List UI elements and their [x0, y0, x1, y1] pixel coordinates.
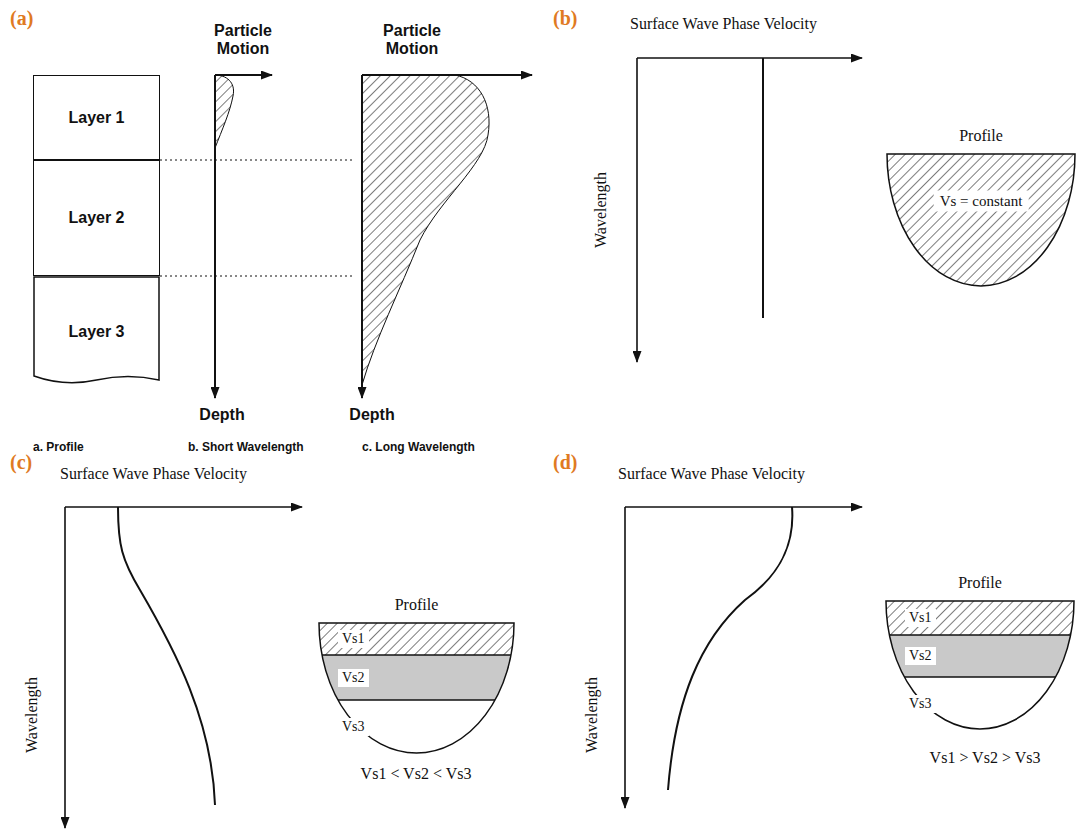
sub-caption: b. Short Wavelength [188, 440, 304, 454]
axis-title: Surface Wave Phase Velocity [618, 465, 805, 483]
layer-name: Layer 2 [68, 209, 124, 227]
axis-title: Surface Wave Phase Velocity [630, 15, 817, 33]
profile-band: Vs1 [318, 622, 515, 655]
band-boundary [885, 676, 1075, 677]
panel-tag: (c) [10, 451, 32, 474]
band-boundary [318, 699, 515, 700]
layer-name: Layer 3 [68, 323, 124, 341]
velocity-symbol: Vs3 [338, 718, 369, 736]
dispersion-plot-c [65, 507, 302, 828]
velocity-symbol: Vs1 [905, 609, 936, 627]
layer-box: Layer 3 [33, 276, 160, 388]
axis-title: Particle Motion [362, 22, 462, 59]
profile-band: Vs2 [318, 655, 515, 700]
velocity-symbol: Vs2 [905, 647, 936, 665]
band-fill [318, 655, 515, 700]
bowl-outline [319, 623, 514, 753]
soil-profile-bowl: ProfileVs1Vs2Vs3 [318, 622, 515, 754]
profile-heading: Profile [318, 596, 515, 614]
sub-caption: c. Long Wavelength [362, 440, 475, 454]
bowl-fill [318, 622, 515, 754]
velocity-note: Vs = constant [934, 191, 1029, 212]
bowl-outline [886, 601, 1074, 729]
sub-caption: a. Profile [33, 440, 84, 454]
dispersion-plot-b [637, 58, 862, 362]
velocity-symbol: Vs3 [905, 695, 936, 713]
profile-heading: Profile [885, 574, 1075, 592]
bowl-fill [885, 600, 1075, 730]
dispersion-plot-d [625, 507, 862, 808]
velocity-symbol: Vs2 [338, 669, 369, 687]
band-fill [318, 622, 515, 655]
axis-title: Surface Wave Phase Velocity [60, 465, 247, 483]
band-fill [885, 635, 1075, 677]
profile-band: Vs3 [885, 677, 1075, 730]
axis-title: Depth [199, 406, 244, 424]
soil-profile-bowl: ProfileVs = constant [886, 153, 1076, 287]
axis-title: Wavelength [592, 172, 610, 248]
profile-band: Vs3 [318, 700, 515, 754]
bowl-fill [886, 153, 1076, 287]
profile-band: Vs2 [885, 635, 1075, 677]
bowl-fill [886, 153, 1076, 287]
velocity-symbol: Vs1 [338, 630, 369, 648]
panel-tag: (a) [10, 7, 33, 30]
particle-motion-plots [160, 75, 532, 398]
axis-title: Particle Motion [193, 22, 293, 59]
band-boundary [885, 634, 1075, 635]
band-fill [885, 600, 1075, 635]
layer-box: Layer 1 [33, 75, 160, 160]
bowl-outline [886, 153, 1076, 287]
soil-profile-bowl: ProfileVs1Vs2Vs3 [885, 600, 1075, 730]
bowl-fill [318, 622, 515, 754]
panel-tag: (d) [553, 451, 577, 474]
band-boundary [318, 654, 515, 655]
axis-title: Wavelength [583, 677, 601, 753]
panel-tag: (b) [553, 7, 577, 30]
profile-band: Vs1 [885, 600, 1075, 635]
band-fill [318, 700, 515, 754]
layer-name: Layer 1 [68, 109, 124, 127]
layer-box: Layer 2 [33, 160, 160, 276]
bowl-fill [885, 600, 1075, 730]
velocity-relation: Vs1 < Vs2 < Vs3 [361, 765, 472, 783]
bowl-outline [887, 154, 1075, 286]
layer-outline [34, 277, 159, 383]
axis-title: Wavelength [23, 677, 41, 753]
profile-heading: Profile [886, 127, 1076, 145]
velocity-relation: Vs1 > Vs2 > Vs3 [930, 749, 1041, 767]
axis-title: Depth [349, 406, 394, 424]
band-fill [885, 677, 1075, 730]
